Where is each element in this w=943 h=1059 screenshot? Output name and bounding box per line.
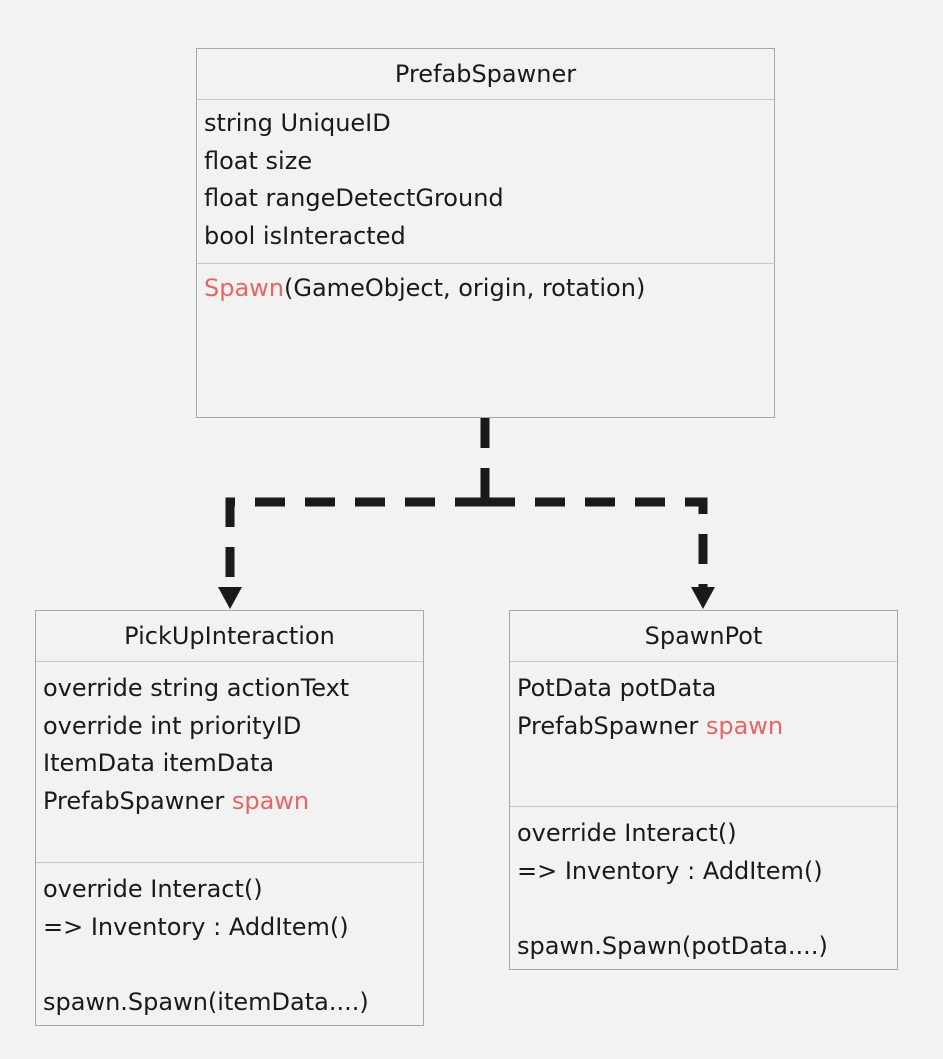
connector-left <box>225 497 485 588</box>
field-spawner-type: PrefabSpawner <box>43 786 232 815</box>
class-spawn-pot: SpawnPot PotData potData PrefabSpawner s… <box>509 610 898 970</box>
fields-spawn-pot: PotData potData PrefabSpawner spawn <box>510 662 897 807</box>
field-item-data: ItemData itemData <box>43 749 275 777</box>
method-add-item: => Inventory : AddItem() <box>517 856 823 885</box>
class-pick-up-interaction: PickUpInteraction override string action… <box>35 610 424 1026</box>
class-title-prefab-spawner: PrefabSpawner <box>197 49 774 100</box>
method-spawn-args: (GameObject, origin, rotation) <box>284 274 646 302</box>
class-title-pick-up-interaction: PickUpInteraction <box>36 611 423 662</box>
method-blank-line <box>517 890 897 928</box>
connector-right <box>485 497 708 588</box>
method-spawn-name: Spawn <box>204 274 285 302</box>
fields-prefab-spawner: string UniqueID float size float rangeDe… <box>197 100 774 264</box>
field-size: float size <box>204 146 313 175</box>
fields-pick-up-interaction: override string actionText override int … <box>36 662 423 863</box>
field-spawner-name: spawn <box>231 786 310 815</box>
method-blank-line <box>43 946 423 984</box>
field-is-interacted: bool isInteracted <box>204 221 406 250</box>
field-spawner-name: spawn <box>705 711 784 740</box>
method-spawn-call: spawn.Spawn(potData....) <box>517 931 828 960</box>
methods-prefab-spawner: Spawn(GameObject, origin, rotation) <box>197 264 774 417</box>
method-spawn-call: spawn.Spawn(itemData....) <box>43 987 369 1016</box>
method-add-item: => Inventory : AddItem() <box>43 912 349 941</box>
methods-pick-up-interaction: override Interact() => Inventory : AddIt… <box>36 863 423 1025</box>
field-action-text: override string actionText <box>43 674 350 702</box>
field-spawner-type: PrefabSpawner <box>517 711 706 740</box>
class-prefab-spawner: PrefabSpawner string UniqueID float size… <box>196 48 775 418</box>
field-priority-id: override int priorityID <box>43 711 302 740</box>
methods-spawn-pot: override Interact() => Inventory : AddIt… <box>510 807 897 969</box>
method-interact: override Interact() <box>517 819 737 847</box>
method-interact: override Interact() <box>43 875 263 903</box>
field-pot-data: PotData potData <box>517 674 717 702</box>
arrowhead-right <box>691 587 715 609</box>
field-unique-id: string UniqueID <box>204 109 391 137</box>
class-title-spawn-pot: SpawnPot <box>510 611 897 662</box>
method-spawn: Spawn(GameObject, origin, rotation) <box>204 270 774 308</box>
field-range-detect-ground: float rangeDetectGround <box>204 184 504 212</box>
arrowhead-left <box>218 587 242 609</box>
field-spawner: PrefabSpawner spawn <box>517 708 897 746</box>
field-spawner: PrefabSpawner spawn <box>43 783 423 821</box>
